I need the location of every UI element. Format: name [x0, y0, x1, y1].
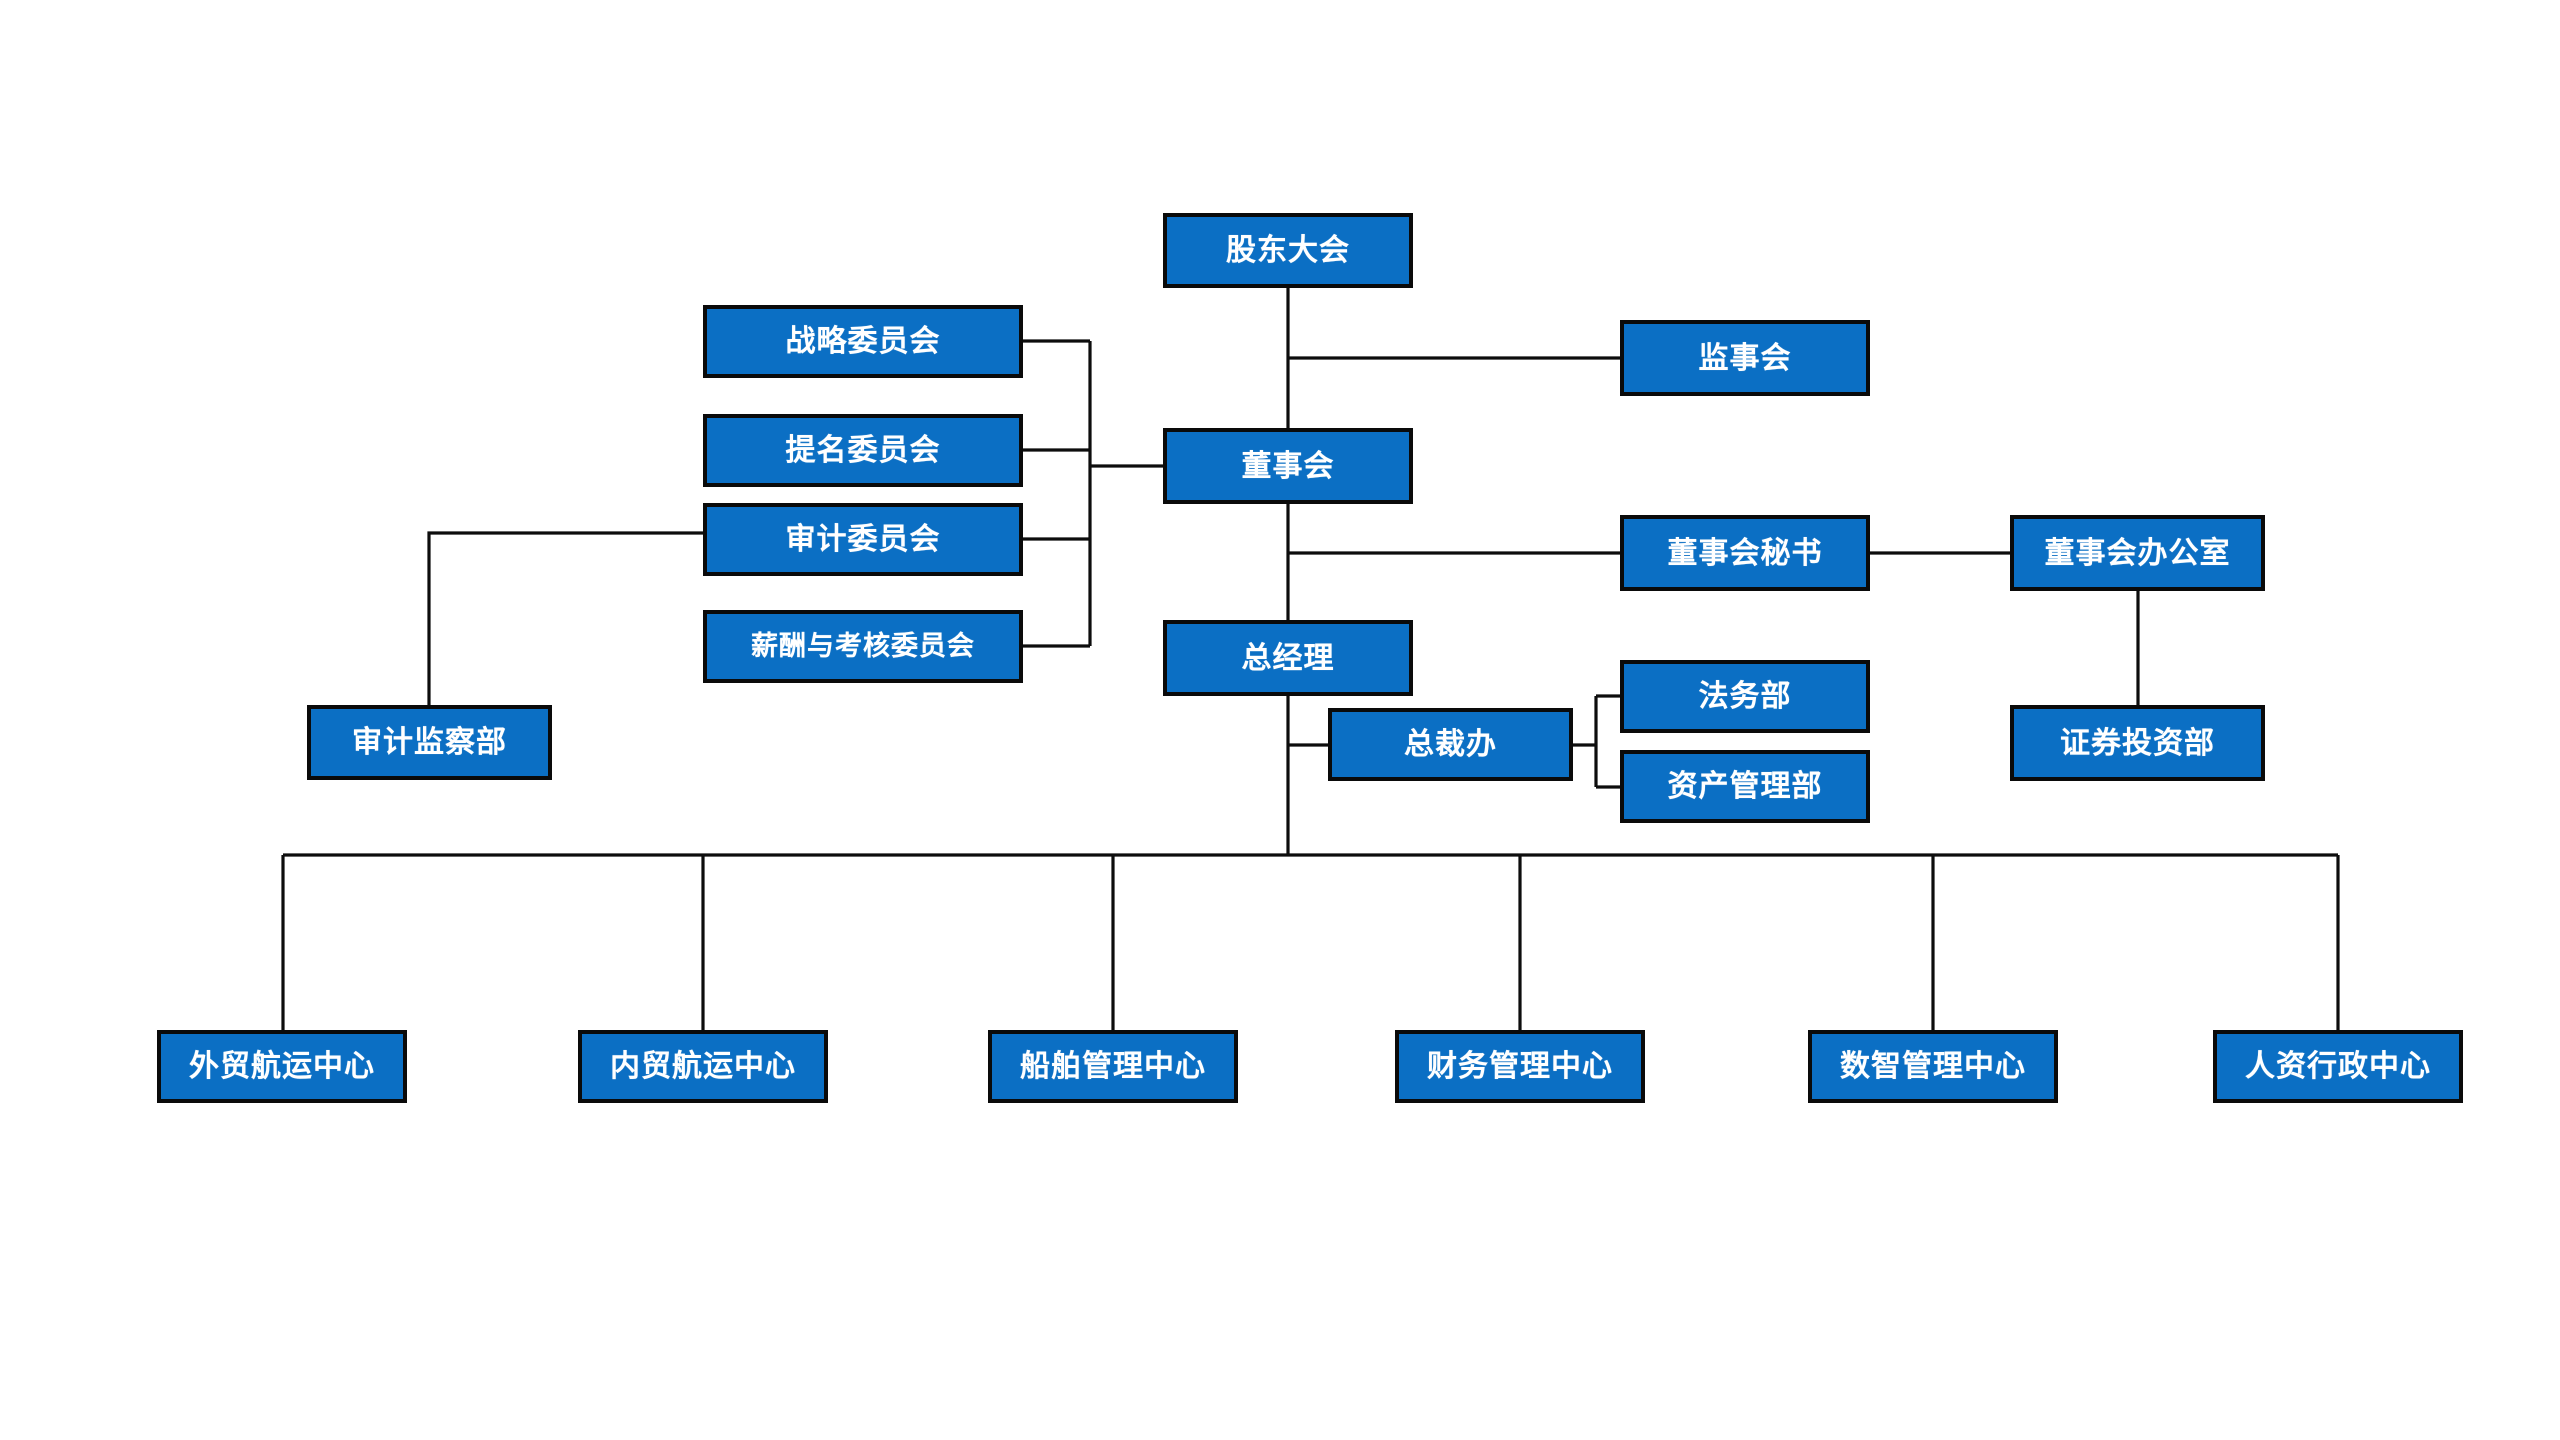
node-board-secretary[interactable]: 董事会秘书 — [1620, 515, 1870, 591]
node-board[interactable]: 董事会 — [1163, 428, 1413, 504]
node-digital-intelligence-management-center[interactable]: 数智管理中心 — [1808, 1030, 2058, 1103]
node-label: 审计委员会 — [785, 523, 941, 556]
node-label: 法务部 — [1698, 680, 1792, 713]
node-label: 证券投资部 — [2060, 726, 2215, 760]
node-label: 外贸航运中心 — [189, 1050, 375, 1083]
node-board-office[interactable]: 董事会办公室 — [2010, 515, 2265, 591]
node-label: 监事会 — [1698, 341, 1792, 375]
node-president-office[interactable]: 总裁办 — [1328, 708, 1573, 781]
node-label: 财务管理中心 — [1427, 1050, 1613, 1083]
node-label: 股东大会 — [1226, 234, 1350, 267]
node-asset-management-dept[interactable]: 资产管理部 — [1620, 750, 1870, 823]
node-foreign-trade-shipping-center[interactable]: 外贸航运中心 — [157, 1030, 407, 1103]
node-domestic-trade-shipping-center[interactable]: 内贸航运中心 — [578, 1030, 828, 1103]
node-ship-management-center[interactable]: 船舶管理中心 — [988, 1030, 1238, 1103]
node-label: 董事会办公室 — [2044, 536, 2231, 570]
node-supervisory-board[interactable]: 监事会 — [1620, 320, 1870, 396]
node-finance-management-center[interactable]: 财务管理中心 — [1395, 1030, 1645, 1103]
node-label: 董事会 — [1241, 449, 1335, 483]
node-label: 提名委员会 — [785, 434, 941, 467]
node-label: 总裁办 — [1404, 728, 1497, 761]
node-audit-supervision-dept[interactable]: 审计监察部 — [307, 705, 552, 780]
edge-audit-committee-to-audit-supervision — [427, 531, 703, 705]
node-nomination-committee[interactable]: 提名委员会 — [703, 414, 1023, 487]
node-legal-dept[interactable]: 法务部 — [1620, 660, 1870, 733]
node-general-manager[interactable]: 总经理 — [1163, 620, 1413, 696]
node-label: 人资行政中心 — [2245, 1050, 2431, 1083]
node-label: 船舶管理中心 — [1020, 1050, 1206, 1083]
node-hr-administration-center[interactable]: 人资行政中心 — [2213, 1030, 2463, 1103]
node-label: 内贸航运中心 — [610, 1050, 796, 1083]
node-shareholders[interactable]: 股东大会 — [1163, 213, 1413, 288]
node-label: 审计监察部 — [352, 726, 507, 759]
node-audit-committee[interactable]: 审计委员会 — [703, 503, 1023, 576]
node-label: 薪酬与考核委员会 — [751, 630, 975, 661]
node-label: 资产管理部 — [1667, 770, 1823, 803]
node-label: 董事会秘书 — [1667, 536, 1823, 570]
node-label: 数智管理中心 — [1840, 1050, 2026, 1083]
node-label: 总经理 — [1241, 641, 1335, 675]
node-strategy-committee[interactable]: 战略委员会 — [703, 305, 1023, 378]
node-securities-investment-dept[interactable]: 证券投资部 — [2010, 705, 2265, 781]
node-compensation-committee[interactable]: 薪酬与考核委员会 — [703, 610, 1023, 683]
node-label: 战略委员会 — [785, 325, 941, 358]
